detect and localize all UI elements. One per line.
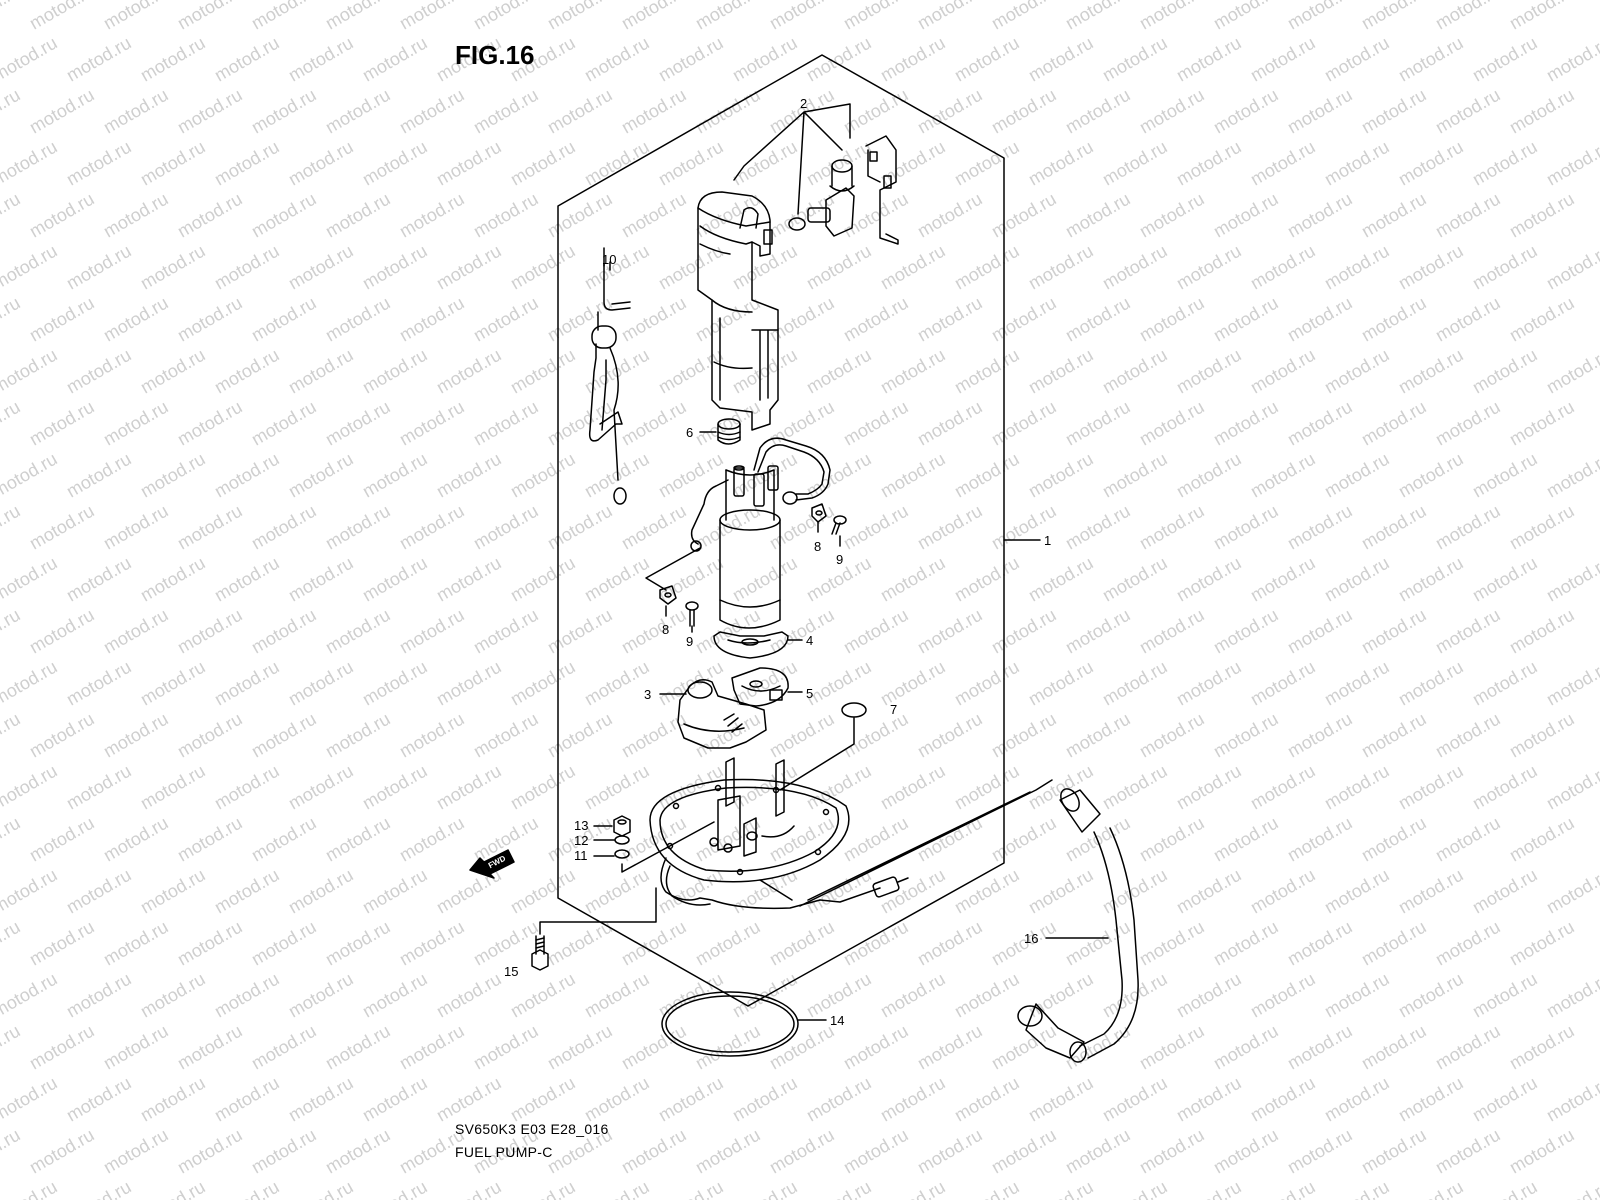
callout-15: 15 [504,964,518,979]
callout-16: 16 [1024,931,1038,946]
callout-5: 5 [806,686,813,701]
flange-gasket [661,991,799,1057]
flange-wiring [660,857,909,910]
pump-flange-plate [649,757,850,883]
fuel-filter-lower [677,679,767,749]
washer-upper [614,835,630,845]
callout-line-nut [621,821,715,873]
callout-line-15 [539,887,657,935]
callout-line-2 [733,103,851,215]
figure-title: FIG.16 [455,40,535,70]
callout-11: 11 [574,848,588,863]
fwd-arrow-icon [469,849,515,879]
callout-2: 2 [800,96,807,111]
rubber-cushion [717,418,741,445]
callout-3: 3 [644,687,651,702]
pressure-regulator [788,135,899,245]
pump-wire-harness [753,437,831,505]
callout-13: 13 [574,818,588,833]
callout-9-left: 9 [686,634,693,649]
callout-12: 12 [574,833,588,848]
callout-8-right: 8 [814,539,821,554]
callout-6: 6 [686,425,693,440]
callout-line-7 [779,717,855,791]
diagram-code: SV650K3 E03 E28_016 [455,1121,609,1137]
callout-1: 1 [1044,533,1051,548]
o-ring-small [841,702,867,718]
callout-line-ground-stay [645,547,701,591]
pump-holder [731,667,789,707]
pump-retainer [713,631,789,659]
flange-bolt [531,935,549,971]
assembly-outline [557,54,1005,1007]
screw-right [831,515,847,535]
nut [613,815,631,837]
pump-housing [697,191,779,431]
fuel-line [799,779,1053,907]
screw-left [685,601,699,627]
callout-4: 4 [806,633,813,648]
diagram-name: FUEL PUMP-C [455,1144,553,1160]
washer-lower [614,849,630,859]
callout-14: 14 [830,1013,844,1028]
callout-8-left: 8 [662,622,669,637]
callout-9-right: 9 [836,552,843,567]
stay-left [659,585,677,605]
fuel-pump-motor [690,465,781,629]
callout-7: 7 [890,702,897,717]
fuel-hose [1017,788,1139,1063]
callout-10: 10 [602,252,616,267]
ground-wire [588,247,631,505]
stay-right [811,503,827,523]
